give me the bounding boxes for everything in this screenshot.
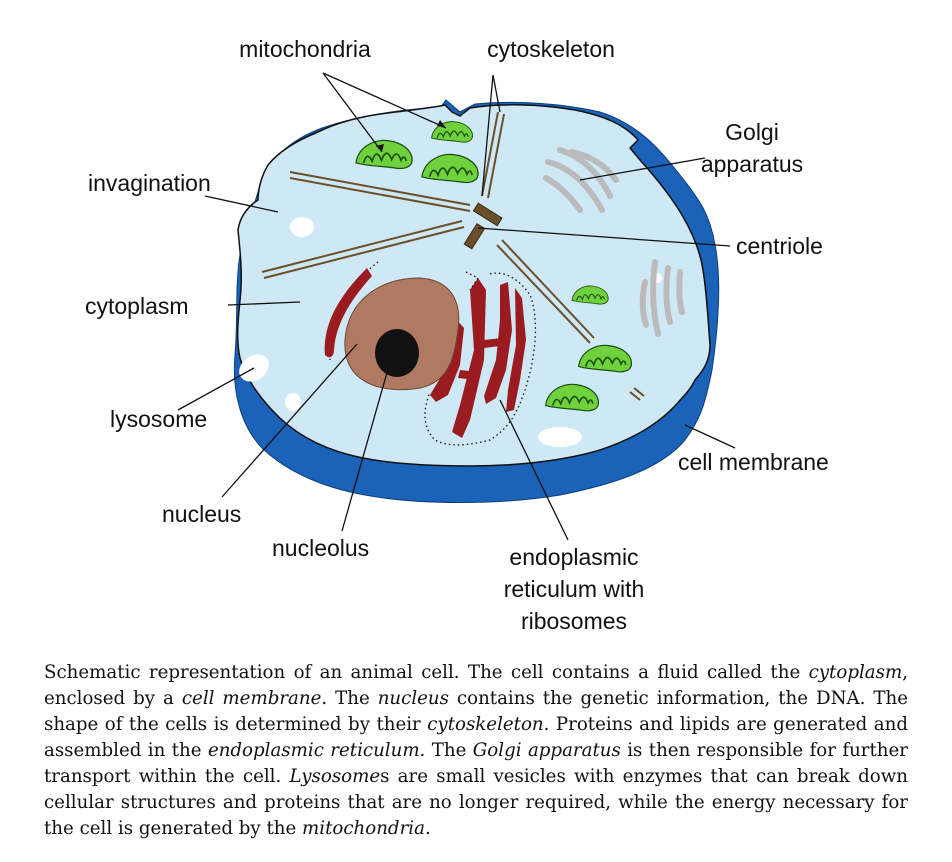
label-centriole: centriole: [736, 233, 823, 259]
label-lysosome: lysosome: [110, 406, 207, 432]
label-er-line1: endoplasmic: [509, 544, 638, 570]
caption-text: .: [424, 818, 431, 839]
caption-term-mitochondria: mitochondria: [302, 818, 425, 839]
label-golgi-line2: apparatus: [701, 151, 803, 177]
caption-term-cell-membrane: cell membrane: [181, 688, 322, 709]
nucleolus: [375, 329, 419, 377]
caption-text: , enclosed by a: [44, 662, 908, 709]
golgi-apparatus: [543, 147, 685, 337]
label-invagination: invagination: [88, 170, 211, 196]
caption-text: contains the genetic information, the DN…: [44, 688, 909, 735]
caption-text: The: [425, 740, 473, 761]
label-golgi-line1: Golgi: [725, 119, 779, 145]
label-er-line3: ribosomes: [521, 608, 627, 634]
caption-text: is then responsible for further transpor…: [44, 740, 908, 787]
leader-lines: [177, 72, 736, 541]
caption-term-golgi-apparatus: Golgi apparatus: [472, 740, 621, 761]
label-nucleolus: nucleolus: [272, 535, 369, 561]
label-cytoplasm: cytoplasm: [85, 293, 189, 319]
caption-text: . The: [321, 688, 378, 709]
label-nucleus: nucleus: [162, 501, 241, 527]
caption-term-nucleus: nucleus: [377, 688, 449, 709]
caption-text: . Proteins and lipids are generated and …: [44, 714, 908, 761]
label-mitochondria: mitochondria: [239, 36, 371, 62]
cytoskeleton: [261, 111, 645, 401]
label-cell-membrane: cell membrane: [678, 449, 829, 475]
caption-term-endoplasmic-reticulum: endoplasmic reticulum.: [207, 740, 426, 761]
label-er-line2: reticulum with: [504, 576, 645, 602]
caption-text: s are small vesicles with enzymes that c…: [44, 766, 908, 839]
animal-cell-diagram: mitochondria cytoskeleton Golgi apparatu…: [85, 36, 829, 634]
caption-text: Schematic representation of an animal ce…: [44, 662, 809, 683]
centriole: [463, 202, 503, 250]
caption-term-lysosome: Lysosome: [289, 766, 381, 787]
caption-term-cytoplasm: cytoplasm: [808, 662, 903, 683]
caption-term-cytoskeleton: cytoskeleton: [427, 714, 544, 735]
figure-caption: Schematic representation of an animal ce…: [44, 660, 908, 842]
endoplasmic-reticulum: [324, 261, 537, 446]
label-cytoskeleton: cytoskeleton: [487, 36, 615, 62]
